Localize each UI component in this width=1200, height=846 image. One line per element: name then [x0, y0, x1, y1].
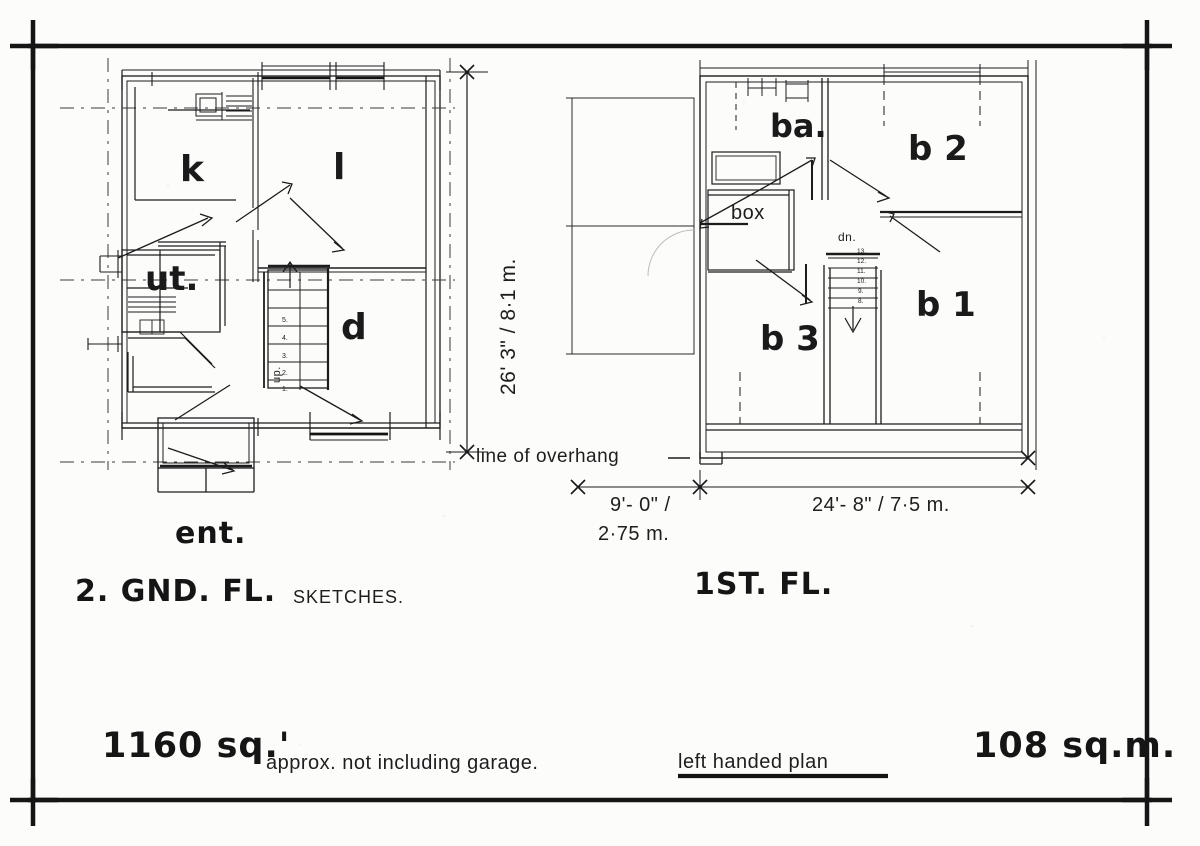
stair-tread-1: 1. [282, 386, 288, 393]
room-label-dining: d [341, 307, 367, 348]
stair-tread-3: 3. [282, 353, 288, 360]
room-label-utility: ut. [145, 259, 199, 299]
handedness-note: left handed plan [678, 751, 829, 773]
vertical-dimension-label: 26' 3" / 8·1 m. [497, 258, 520, 395]
room-label-kitchen: k [180, 149, 204, 190]
stair-direction-down: dn. [838, 230, 857, 244]
first-floor-plan [566, 60, 1037, 470]
room-label-bathroom: ba. [770, 107, 827, 145]
stair-tread-12: 12. [857, 258, 867, 265]
room-label-bedroom-2: b 2 [908, 129, 968, 169]
room-label-lounge: l [333, 147, 346, 188]
door-swings-first [699, 157, 941, 306]
box-room [707, 189, 795, 271]
horizontal-dimensions [570, 450, 1036, 500]
stair-tread-11: 11. [857, 268, 866, 275]
overhang-width-label: 9'- 0" / [610, 494, 671, 516]
room-label-bedroom-1: b 1 [916, 285, 976, 325]
door-swings [117, 181, 364, 475]
stair-direction-up: up. [271, 366, 283, 383]
area-imperial-note: approx. not including garage. [266, 752, 539, 774]
bath-tub [711, 151, 781, 185]
stair-tread-13: 13. [857, 248, 867, 255]
first-floor-title: 1ST. FL. [694, 567, 834, 602]
stair-tread-5: 5. [282, 317, 288, 324]
area-imperial: 1160 sq.' [102, 726, 291, 766]
first-floor-stair [826, 252, 880, 334]
room-label-bedroom-3: b 3 [760, 319, 820, 359]
room-label-box: box [731, 202, 765, 224]
stair-tread-10: 10. [857, 278, 867, 285]
main-width-label: 24'- 8" / 7·5 m. [812, 494, 950, 516]
overhang-note: line of overhang [476, 446, 620, 467]
ground-floor-plan [60, 58, 455, 493]
ground-stair [263, 260, 330, 390]
overhang-outline [566, 97, 695, 355]
vertical-dimension [446, 64, 488, 460]
sheet-border [10, 20, 1172, 826]
sketches-label: SKETCHES. [293, 587, 405, 607]
entrance-porch [157, 417, 255, 493]
stair-tread-9: 9. [858, 288, 864, 295]
overhang-width-metric-label: 2·75 m. [598, 523, 670, 545]
stair-tread-8: 8. [858, 298, 864, 305]
stair-tread-4: 4. [282, 335, 288, 342]
stair-tread-2: 2. [282, 370, 288, 377]
area-metric: 108 sq.m. [973, 726, 1177, 766]
ground-floor-title: 2. GND. FL. [75, 574, 277, 609]
entrance-label: ent. [175, 516, 247, 551]
